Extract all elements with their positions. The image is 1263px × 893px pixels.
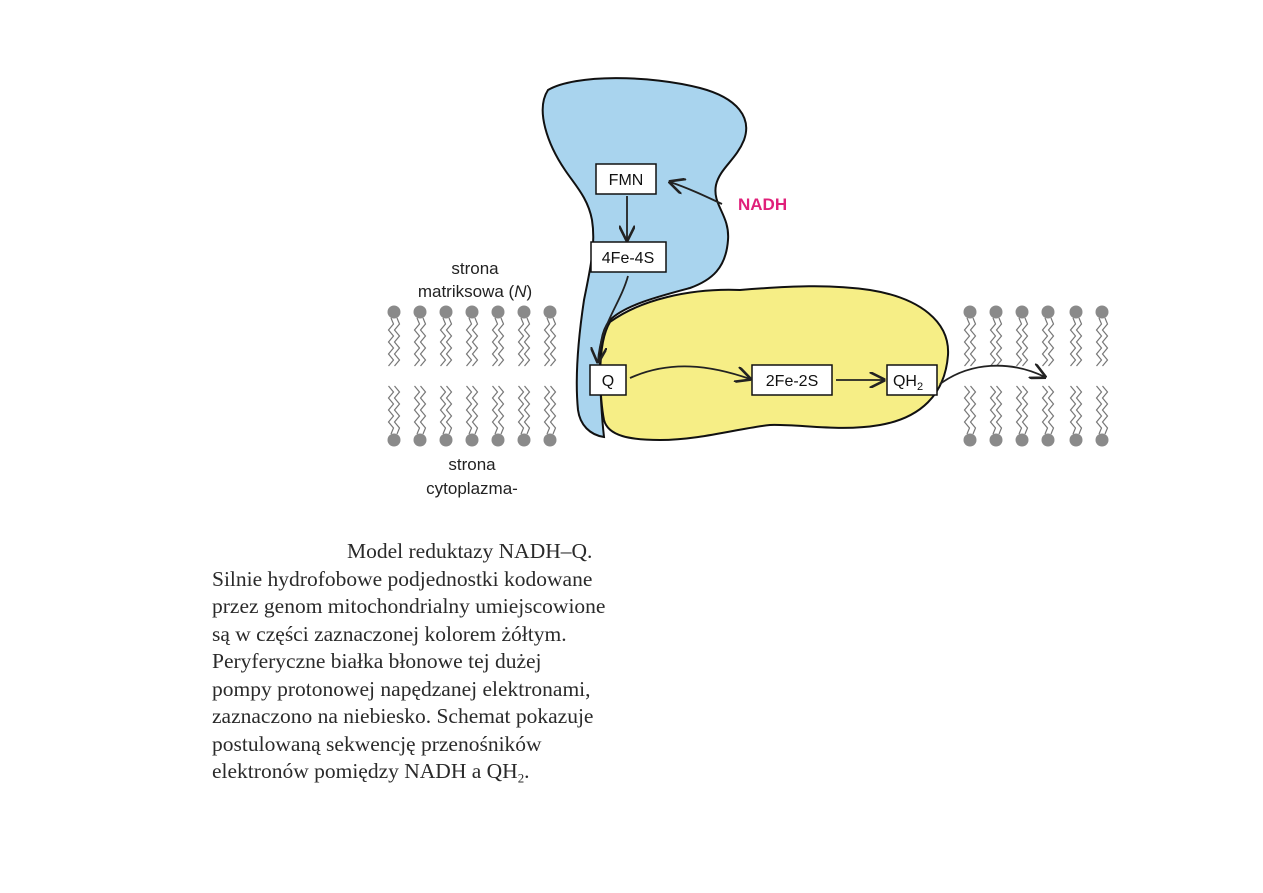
fmn-label: FMN: [609, 172, 644, 189]
lipid: [491, 305, 505, 367]
lipid: [439, 305, 453, 367]
q-label: Q: [602, 373, 614, 390]
caption-title: Model reduktazy NADH–Q.: [347, 539, 593, 563]
yellow-hydrophobic-subunit: [599, 285, 950, 442]
lipid: [1041, 385, 1055, 447]
q-box: [589, 364, 627, 396]
lipid: [1015, 305, 1029, 367]
nadh-label: NADH: [738, 195, 787, 214]
matrix-side-label-line2: matriksowa (N): [418, 282, 532, 301]
lipid: [1015, 385, 1029, 447]
lipid: [1095, 305, 1109, 367]
arrow-nadh-to-fmn: [670, 182, 723, 205]
fmn-box: [595, 163, 657, 195]
caption-line: Peryferyczne białka błonowe tej dużej: [212, 649, 542, 673]
qh2-label: QH2: [893, 373, 923, 393]
arrow-q-to-fe2s2: [629, 365, 750, 379]
lipid: [491, 385, 505, 447]
lipid: [963, 385, 977, 447]
lipid: [517, 305, 531, 367]
lipid: [413, 305, 427, 367]
membrane-lipids-right: [963, 305, 1109, 447]
caption-line: przez genom mitochondrialny umiejscowion…: [212, 594, 606, 618]
membrane-lipids-left: [387, 305, 557, 447]
caption-line: zaznaczono na niebiesko. Schemat pokazuj…: [212, 704, 594, 728]
fe2s2-box: [751, 364, 833, 396]
lipid: [387, 305, 401, 367]
lipid: [517, 385, 531, 447]
cytoplasm-side-label-line2: cytoplazma-: [426, 479, 518, 498]
caption-line: postulowaną sekwencję przenośników: [212, 731, 542, 756]
lipid: [413, 385, 427, 447]
caption-line: pompy protonowej napędzanej elektronami,: [212, 676, 591, 701]
lipid: [1095, 385, 1109, 447]
lipid: [465, 305, 479, 367]
caption-last-line: elektronów pomiędzy NADH a QH2.: [212, 759, 530, 786]
fe2s2-label: 2Fe-2S: [766, 373, 818, 390]
qh2-box: [886, 364, 938, 396]
arrow-qh2-out: [939, 366, 1045, 385]
lipid: [1041, 305, 1055, 367]
fe4s4-box: [590, 241, 667, 273]
lipid: [1069, 385, 1083, 447]
cytoplasm-side-label-line1: strona: [448, 455, 496, 474]
matrix-side-label-line1: strona: [451, 259, 499, 278]
lipid: [989, 385, 1003, 447]
arrow-fe4s4-to-q: [598, 275, 629, 362]
caption-line: Silnie hydrofobowe podjednostki kodowane: [212, 566, 593, 591]
caption-line: są w części zaznaczonej kolorem żółtym.: [212, 621, 567, 646]
lipid: [989, 305, 1003, 367]
lipid: [465, 385, 479, 447]
lipid: [543, 305, 557, 367]
lipid: [439, 385, 453, 447]
figure-caption: Model reduktazy NADH–Q. Silnie hydrofobo…: [212, 538, 782, 786]
lipid: [1069, 305, 1083, 367]
fe4s4-label: 4Fe-4S: [602, 250, 654, 267]
lipid: [387, 385, 401, 447]
lipid: [543, 385, 557, 447]
lipid: [963, 305, 977, 367]
